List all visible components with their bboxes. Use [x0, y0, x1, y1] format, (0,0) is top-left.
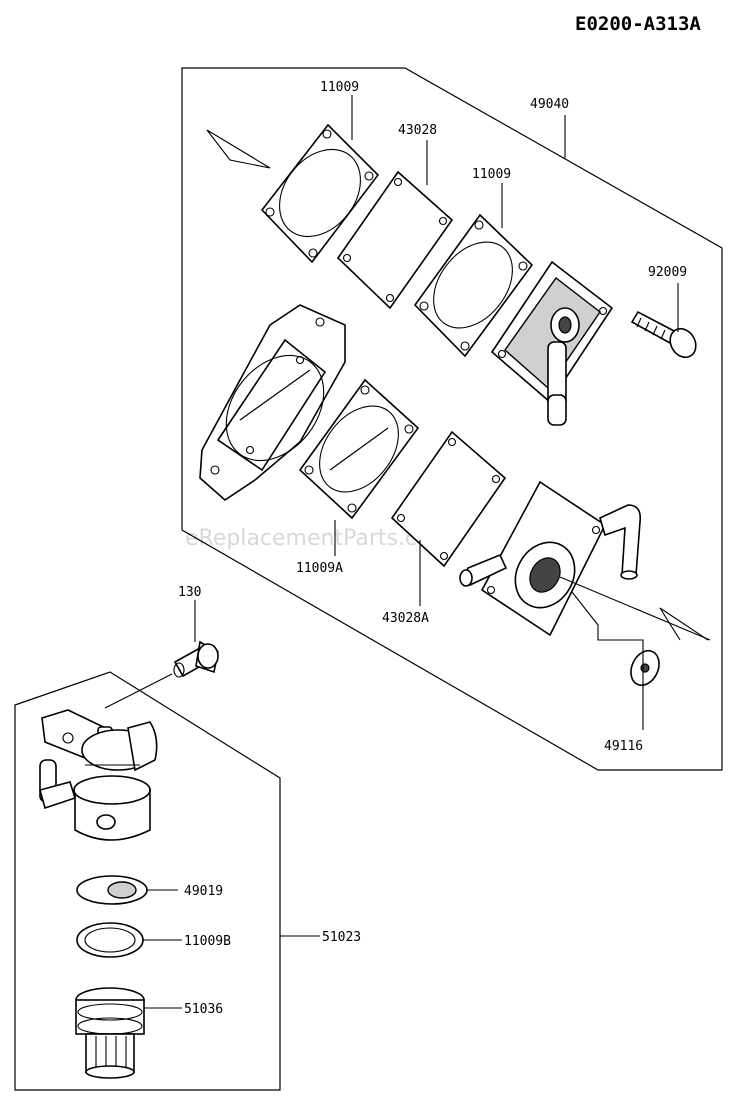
gasket-11009-mid[interactable]: [413, 213, 534, 358]
label-11009-mid: 11009: [472, 167, 511, 182]
gasket-11009A[interactable]: [298, 378, 420, 520]
label-43028: 43028: [398, 123, 437, 138]
label-49116: 49116: [604, 739, 643, 754]
fuel-pump-assembly-frame: [181, 67, 723, 771]
pump-body[interactable]: [199, 304, 346, 502]
valve-49116[interactable]: [626, 646, 665, 690]
pump-cover-lower[interactable]: [459, 480, 642, 637]
diaphragm-43028A[interactable]: [390, 430, 507, 568]
label-11009A: 11009A: [296, 561, 343, 576]
label-49019: 49019: [184, 884, 223, 899]
screw-92009[interactable]: [630, 310, 701, 362]
label-11009B: 11009B: [184, 934, 231, 949]
o-ring-11009B[interactable]: [76, 922, 144, 958]
label-51036: 51036: [184, 1002, 223, 1017]
reference-arrow-top: [206, 129, 271, 169]
fuel-cock-assembly-frame: [14, 671, 281, 1091]
bolt-130[interactable]: [173, 640, 219, 678]
filter-cup-49019[interactable]: [76, 875, 148, 905]
label-49040: 49040: [530, 97, 569, 112]
label-43028A: 43028A: [382, 611, 429, 626]
reference-arrow-bottom: [659, 607, 709, 641]
label-11009-top: 11009: [320, 80, 359, 95]
label-130: 130: [178, 585, 201, 600]
leader-lines: [104, 95, 711, 1009]
label-92009: 92009: [648, 265, 687, 280]
pump-cover-upper[interactable]: [490, 260, 614, 426]
fuel-cock-body[interactable]: [39, 709, 158, 841]
gasket-11009-top[interactable]: [260, 123, 380, 264]
filter-51036[interactable]: [75, 987, 145, 1079]
diaphragm-43028[interactable]: [336, 170, 454, 310]
diagram-code: E0200-A313A: [575, 13, 701, 35]
label-51023: 51023: [322, 930, 361, 945]
